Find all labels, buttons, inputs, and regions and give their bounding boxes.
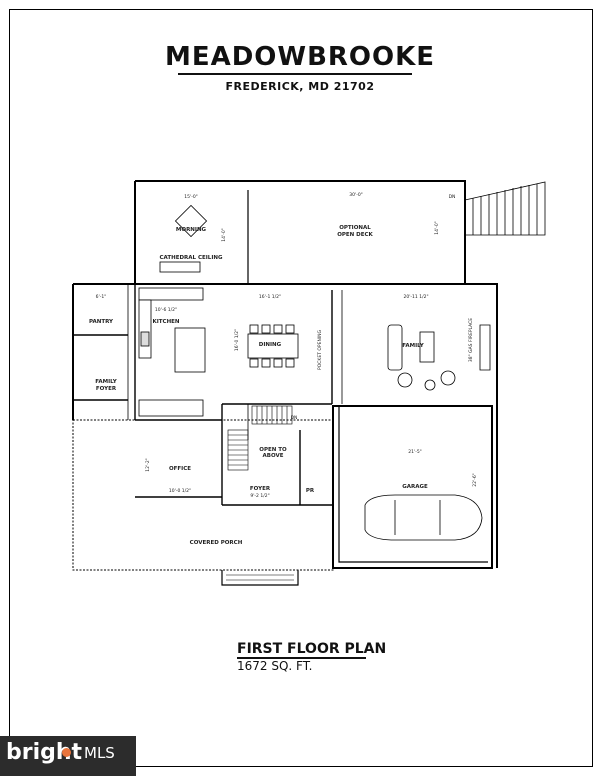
kitchen-cabinetry <box>138 287 206 417</box>
label-kitchen: KITCHEN <box>152 319 179 325</box>
dim-deck-d: 14'-0" <box>434 221 440 235</box>
dim-office-d: 12'-2" <box>145 458 151 472</box>
front-step-lines <box>226 574 294 581</box>
plan-name-title: MEADOWBROOKE <box>164 42 436 72</box>
rear-deck-stairs <box>464 181 546 236</box>
label-pr: PR <box>306 488 315 494</box>
label-deck-1: OPTIONAL <box>339 225 371 231</box>
label-covered-porch: COVERED PORCH <box>190 540 243 546</box>
bright-mls-watermark: bright MLS <box>0 736 136 776</box>
drawing-sheet-border <box>9 9 593 767</box>
dining-table <box>247 324 299 368</box>
label-garage: GARAGE <box>402 484 428 490</box>
interior-walls <box>73 284 343 506</box>
dim-office-w: 10'-0 1/2" <box>169 488 191 494</box>
front-steps <box>221 570 299 586</box>
label-deck-dn: DN <box>449 194 456 200</box>
dim-foyer-w: 9'-2 1/2" <box>250 493 269 499</box>
title-underline <box>178 73 412 75</box>
dim-dining-w: 16'-1 1/2" <box>259 294 281 300</box>
floor-plan-title: FIRST FLOOR PLAN <box>237 641 387 657</box>
dim-pantry-w: 6'-1" <box>96 294 107 300</box>
dim-kitchen-w: 10'-6 1/2" <box>155 307 177 313</box>
watermark-suffix: MLS <box>84 744 115 762</box>
morning-table <box>159 204 208 273</box>
floor-plan-title-underline <box>237 657 366 659</box>
label-dining: DINING <box>259 342 282 348</box>
family-room-furniture <box>387 324 491 391</box>
dim-garage-w: 21'-5" <box>408 449 422 455</box>
label-fireplace: 38" GAS FIREPLACE <box>468 318 474 362</box>
label-pantry: PANTRY <box>89 319 114 325</box>
label-open-above-1: OPEN TO <box>259 447 287 453</box>
dim-dining-d: 16'-0 1/2" <box>234 329 240 351</box>
label-family-foyer-2: FOYER <box>96 386 117 392</box>
dim-morning-d: 14'-0" <box>221 228 227 242</box>
floor-plan-area: 1672 SQ. FT. <box>237 659 313 673</box>
label-deck-2: OPEN DECK <box>337 232 373 238</box>
dim-morning-w: 15'-0" <box>184 194 198 200</box>
label-foyer: FOYER <box>250 486 271 492</box>
exterior-walls <box>72 180 498 569</box>
garage-car <box>364 494 483 541</box>
plan-location-subtitle: FREDERICK, MD 21702 <box>225 80 375 93</box>
label-stair-dn: DN <box>291 415 298 421</box>
label-family-foyer-1: FAMILY <box>95 379 118 385</box>
label-cathedral: CATHEDRAL CEILING <box>160 255 223 261</box>
label-family: FAMILY <box>402 343 425 349</box>
label-office: OFFICE <box>169 466 191 472</box>
interior-stairs <box>227 405 293 471</box>
label-morning: MORNING <box>176 227 207 233</box>
dim-family-w: 20'-11 1/2" <box>403 294 428 300</box>
watermark-dot-icon <box>62 748 71 757</box>
dim-garage-d: 22'-6" <box>472 473 478 487</box>
label-open-above-2: ABOVE <box>263 453 284 459</box>
dim-deck-w: 30'-0" <box>349 192 363 198</box>
label-pocket-opening: POCKET OPENING <box>317 329 323 370</box>
covered-porch-outline <box>72 419 334 571</box>
